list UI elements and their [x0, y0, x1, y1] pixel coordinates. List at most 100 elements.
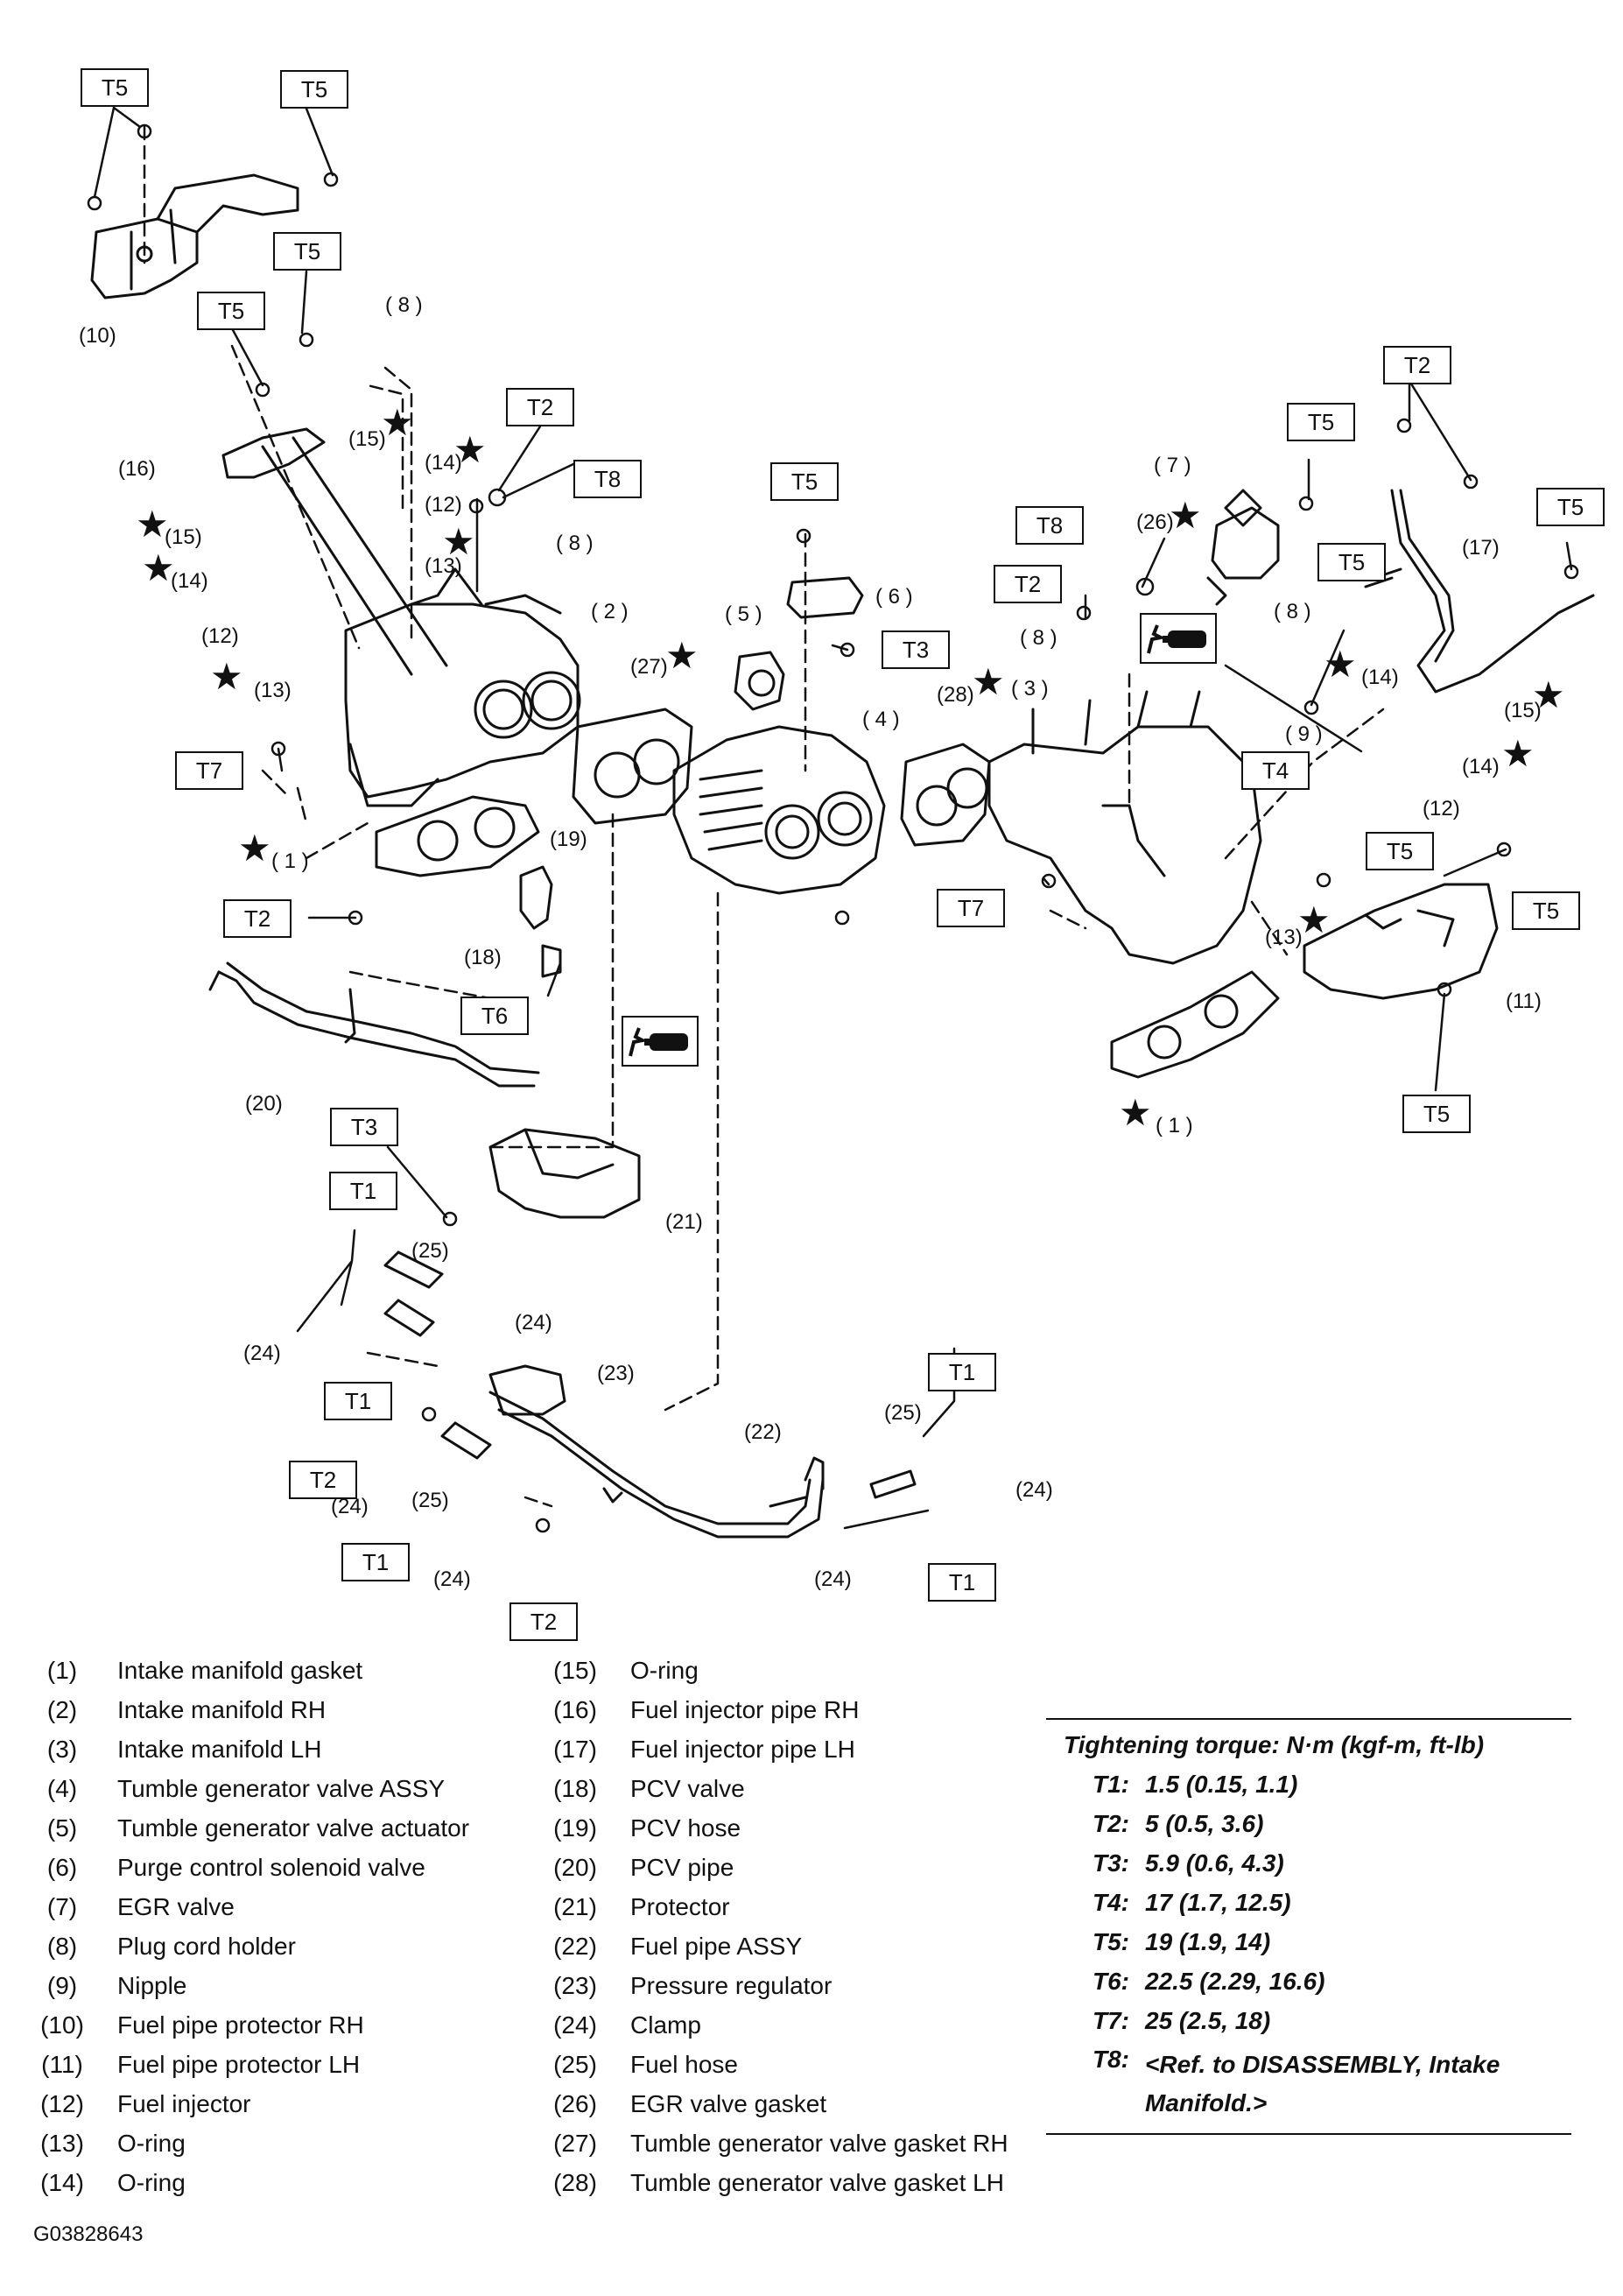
torque-box-t6: T6 — [460, 997, 529, 1035]
torque-box-t7: T7 — [937, 889, 1005, 927]
tgv-assy-drawing — [672, 725, 886, 895]
fuel-pipe-protector-lh-drawing — [1303, 883, 1499, 1000]
torque-row: T5:19 (1.9, 14) — [1093, 1927, 1271, 1955]
legend-row: (2)Intake manifold RH — [46, 1695, 327, 1723]
callout-label: ( 8 ) — [1020, 626, 1057, 650]
legend-row: (24)Clamp — [553, 2011, 701, 2039]
torque-row: T7:25 (2.5, 18) — [1093, 2006, 1271, 2034]
torque-row: T2:5 (0.5, 3.6) — [1093, 1809, 1264, 1837]
callout-label: ( 5 ) — [725, 602, 762, 626]
callout-label: (24) — [515, 1311, 552, 1335]
legend-row: (6)Purge control solenoid valve — [46, 1853, 425, 1881]
torque-row: T1:1.5 (0.15, 1.1) — [1093, 1770, 1298, 1798]
torque-box-t5: T5 — [1317, 543, 1386, 581]
legend-row: (19)PCV hose — [553, 1814, 741, 1842]
callout-label: (13) — [254, 679, 292, 702]
callout-label: (12) — [425, 493, 462, 517]
callout-label: (26) — [1136, 511, 1174, 534]
callout-label: (22) — [744, 1420, 782, 1444]
torque-box-t5: T5 — [1402, 1095, 1471, 1133]
callout-label: ( 1 ) — [1156, 1114, 1193, 1137]
callout-label: ( 7 ) — [1154, 454, 1191, 477]
legend-row: (17)Fuel injector pipe LH — [553, 1735, 855, 1763]
pcv-hose-valve-drawing — [519, 865, 562, 978]
callout-label: (14) — [425, 451, 462, 475]
legend-row: (13)O-ring — [40, 2129, 186, 2157]
legend-row: (26)EGR valve gasket — [553, 2089, 827, 2117]
legend-row: (1)Intake manifold gasket — [46, 1656, 363, 1684]
figure-code: G03828643 — [33, 2222, 144, 2246]
parts-legend-left: (1)Intake manifold gasket (2)Intake mani… — [28, 1651, 469, 2202]
fuel-injector-pipe-rh-drawing — [221, 427, 448, 676]
torque-box-t5: T5 — [273, 232, 341, 271]
legend-row: (8)Plug cord holder — [46, 1932, 296, 1960]
diagram-drawing — [87, 106, 1595, 1539]
fuel-pipe-protector-rh-drawing — [90, 173, 299, 299]
replace-star-icon: ★ — [381, 402, 414, 443]
torque-box-t1: T1 — [341, 1543, 410, 1581]
callout-label: (23) — [597, 1362, 635, 1385]
torque-box-t1: T1 — [329, 1172, 397, 1210]
callout-label: (17) — [1462, 536, 1500, 560]
replace-star-icon: ★ — [1297, 899, 1331, 940]
torque-box-t5: T5 — [81, 68, 149, 107]
assembly-dashed-lines — [143, 125, 1385, 1508]
legend-row: (5)Tumble generator valve actuator — [46, 1814, 470, 1842]
torque-box-t3: T3 — [882, 630, 950, 669]
callout-label: ( 3 ) — [1011, 677, 1049, 701]
protector-drawing — [488, 1128, 641, 1219]
torque-box-t1: T1 — [928, 1353, 996, 1391]
replace-star-icon: ★ — [1324, 644, 1357, 685]
torque-row: T3:5.9 (0.6, 4.3) — [1093, 1849, 1284, 1877]
liquid-gasket-icon — [1140, 613, 1217, 664]
callout-label: (24) — [331, 1495, 369, 1518]
legend-row: (22)Fuel pipe ASSY — [553, 1932, 803, 1960]
replace-star-icon: ★ — [442, 521, 475, 562]
intake-manifold-gasket-left-drawing — [375, 795, 540, 877]
legend-row: (25)Fuel hose — [553, 2050, 738, 2078]
replace-star-icon: ★ — [665, 635, 699, 676]
torque-box-t8: T8 — [1015, 506, 1084, 545]
torque-box-t5: T5 — [197, 292, 265, 330]
replace-star-icon: ★ — [210, 656, 243, 697]
legend-row: (9)Nipple — [46, 1971, 187, 1999]
intake-manifold-lh-drawing — [987, 690, 1262, 965]
liquid-gasket-icon — [622, 1016, 699, 1067]
callout-label: (27) — [630, 655, 668, 679]
torque-box-t4: T4 — [1241, 751, 1310, 790]
callout-label: (15) — [165, 525, 202, 549]
parts-legend-right: (15)O-ring (16)Fuel injector pipe RH (17… — [541, 1651, 1008, 2202]
torque-box-t2: T2 — [994, 565, 1062, 603]
callout-label: ( 6 ) — [875, 585, 913, 609]
callout-label: ( 9 ) — [1285, 722, 1323, 746]
callout-label: (25) — [411, 1239, 449, 1263]
legend-row: (20)PCV pipe — [553, 1853, 734, 1881]
torque-box-t5: T5 — [1366, 832, 1434, 870]
intake-manifold-gasket-right-drawing — [1110, 970, 1280, 1079]
torque-box-t2: T2 — [223, 899, 292, 938]
torque-box-t5: T5 — [1512, 891, 1580, 930]
callout-label: (14) — [171, 569, 208, 593]
callout-label: (21) — [665, 1210, 703, 1234]
torque-box-t5: T5 — [1287, 403, 1355, 441]
torque-table-title: Tightening torque: N·m (kgf-m, ft-lb) — [1064, 1730, 1485, 1758]
legend-row: (10)Fuel pipe protector RH — [40, 2011, 364, 2039]
legend-row: (11)Fuel pipe protector LH — [41, 2050, 361, 2078]
legend-row: (16)Fuel injector pipe RH — [553, 1695, 860, 1723]
tgv-actuator-drawing — [734, 651, 785, 711]
torque-row: T4:17 (1.7, 12.5) — [1093, 1888, 1291, 1916]
replace-star-icon: ★ — [238, 828, 271, 869]
legend-row: (23)Pressure regulator — [553, 1971, 833, 1999]
callout-label: (25) — [884, 1401, 922, 1425]
tightening-torque-table: Tightening torque: N·m (kgf-m, ft-lb) T1… — [1046, 1718, 1571, 2135]
egr-valve-drawing — [1206, 489, 1280, 606]
callout-label: (19) — [550, 828, 587, 851]
torque-box-t5: T5 — [1536, 488, 1605, 526]
callout-label: (10) — [79, 324, 116, 348]
callout-label: (14) — [1462, 755, 1500, 778]
torque-box-t7: T7 — [175, 751, 243, 790]
callout-label: ( 4 ) — [862, 708, 900, 731]
torque-box-t2: T2 — [1383, 346, 1451, 384]
callout-label: ( 1 ) — [271, 849, 309, 873]
callout-label: (25) — [411, 1489, 449, 1512]
